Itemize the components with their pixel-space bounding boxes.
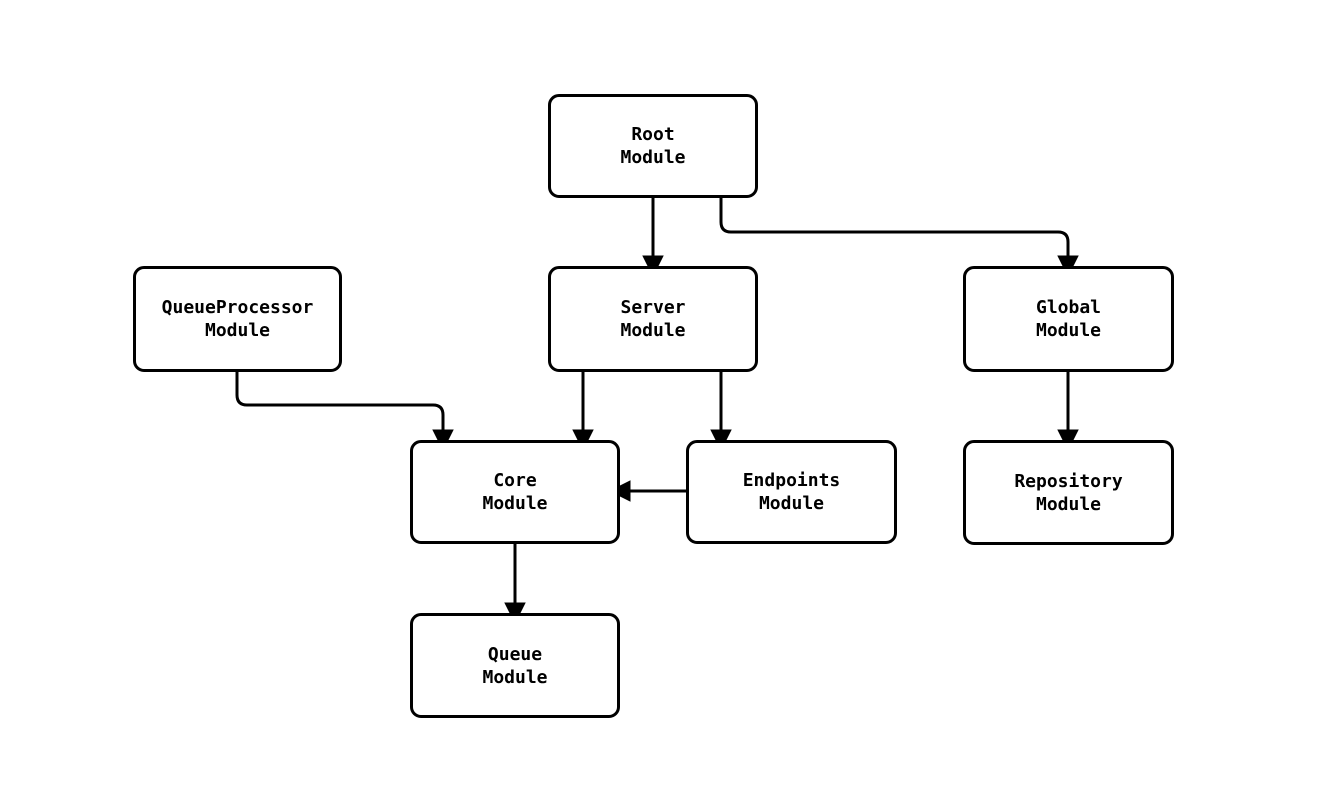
node-core-label: Core Module [482,470,548,514]
node-root-label: Root Module [620,124,686,168]
node-server-label: Server Module [620,297,686,341]
node-endpoints[interactable]: Endpoints Module [686,440,897,544]
node-global[interactable]: Global Module [963,266,1174,372]
edge-root-to-global [719,198,1079,277]
node-queueprocessor-label: QueueProcessor Module [161,297,314,341]
node-repository-label: Repository Module [1014,470,1123,515]
node-endpoints-label: Endpoints Module [742,470,841,514]
node-server[interactable]: Server Module [548,266,758,372]
node-core[interactable]: Core Module [410,440,620,544]
node-queue[interactable]: Queue Module [410,613,620,718]
node-global-label: Global Module [1035,297,1102,341]
edge-queueprocessor-to-core [235,372,454,451]
node-root[interactable]: Root Module [548,94,758,198]
node-queue-label: Queue Module [482,643,548,688]
node-queueprocessor[interactable]: QueueProcessor Module [133,266,342,372]
node-repository[interactable]: Repository Module [963,440,1174,545]
